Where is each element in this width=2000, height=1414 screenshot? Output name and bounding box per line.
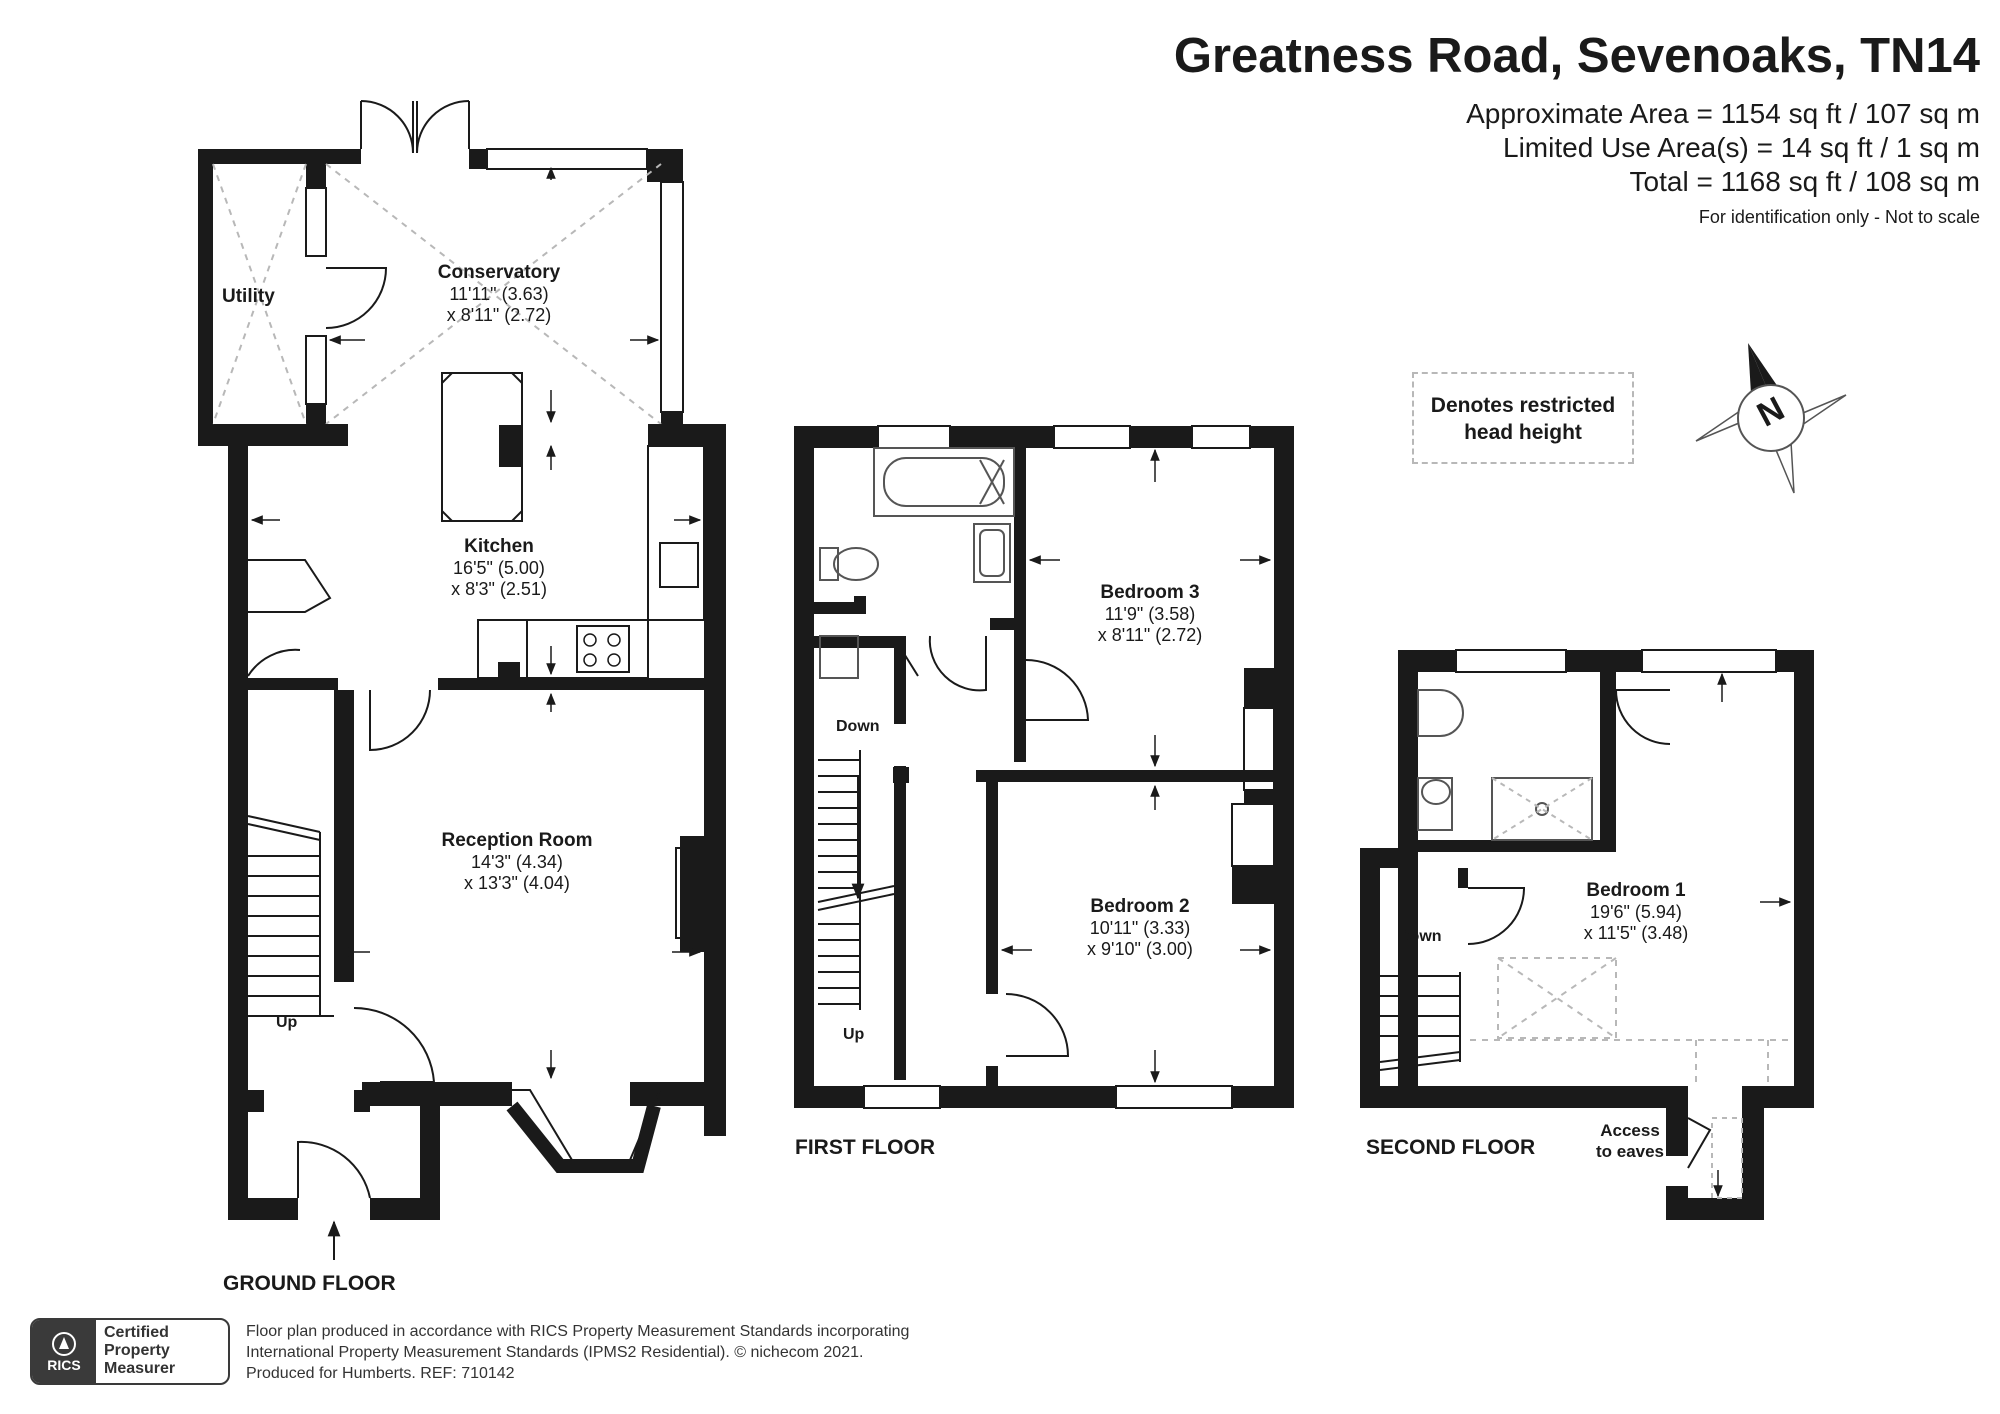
north-compass-icon <box>1695 343 1847 494</box>
approximate-area: Approximate Area = 1154 sq ft / 107 sq m <box>1466 98 1980 129</box>
first-floor-stairs <box>817 750 909 1010</box>
limited-use-area: Limited Use Area(s) = 14 sq ft / 1 sq m <box>1503 132 1980 163</box>
room-label-bedroom-1: Bedroom 1 <box>1586 880 1686 901</box>
room-label-bedroom-2: Bedroom 2 <box>1090 896 1190 917</box>
footer-line-3: Produced for Humberts. REF: 710142 <box>246 1365 515 1382</box>
footer-line-1: Floor plan produced in accordance with R… <box>246 1323 910 1340</box>
eaves-access-label: Access to eaves <box>1595 1121 1665 1161</box>
first-floor-arrows <box>1000 448 1272 1084</box>
room-label-bedroom-3: Bedroom 3 <box>1100 582 1200 603</box>
restricted-height-legend: Denotes restricted head height <box>1412 372 1634 464</box>
rics-crest-icon <box>52 1331 76 1356</box>
second-floor-stairs <box>1379 972 1461 1071</box>
stair-label-down-first: Down <box>836 718 880 735</box>
room-dims-bedroom-3: 11'9" (3.58) x 8'11" (2.72) <box>1097 604 1203 645</box>
floor-label-first: FIRST FLOOR <box>795 1136 935 1159</box>
scale-note: For identification only - Not to scale <box>1698 207 1980 227</box>
stair-label-up-first: Up <box>843 1026 865 1043</box>
rics-logo-text: RICS <box>47 1356 81 1373</box>
second-floor-fixtures <box>1417 689 1794 1199</box>
stair-label-up: Up <box>276 1014 298 1031</box>
second-floor-walls <box>1360 649 1814 1220</box>
total-area: Total = 1168 sq ft / 108 sq m <box>1629 166 1980 197</box>
room-dims-reception: 14'3" (4.34) x 13'3" (4.04) <box>464 852 570 893</box>
floor-label-ground: GROUND FLOOR <box>223 1272 396 1295</box>
second-floor-arrows <box>1713 672 1792 1198</box>
kitchen-room <box>228 372 726 1136</box>
room-label-kitchen: Kitchen <box>464 536 534 557</box>
stair-label-down-second: Down <box>1398 928 1442 945</box>
room-label-utility: Utility <box>222 286 275 307</box>
rics-badge: RICS Certified Property Measurer <box>30 1318 230 1385</box>
floor-label-second: SECOND FLOOR <box>1366 1136 1536 1159</box>
room-label-conservatory: Conservatory <box>437 262 561 283</box>
first-floor-plan <box>794 425 1294 1109</box>
room-label-reception: Reception Room <box>441 830 593 851</box>
reception-room <box>362 836 726 1173</box>
room-dims-kitchen: 16'5" (5.00) x 8'3" (2.51) <box>451 558 547 599</box>
room-dims-conservatory: 11'11" (3.63) x 8'11" (2.72) <box>446 284 552 325</box>
room-dims-bedroom-2: 10'11" (3.33) x 9'10" (3.00) <box>1087 918 1193 959</box>
page-title: Greatness Road, Sevenoaks, TN14 <box>1173 29 1980 83</box>
rics-logo: RICS <box>32 1320 96 1383</box>
footer-line-2: International Property Measurement Stand… <box>246 1344 864 1361</box>
ground-floor-plan <box>198 100 726 1260</box>
room-dims-bedroom-1: 19'6" (5.94) x 11'5" (3.48) <box>1583 902 1689 943</box>
rics-badge-text: Certified Property Measurer <box>104 1324 176 1377</box>
second-floor-plan <box>1360 649 1814 1220</box>
ground-floor-arrows <box>250 166 702 1080</box>
first-floor-fixtures <box>819 447 1090 1057</box>
